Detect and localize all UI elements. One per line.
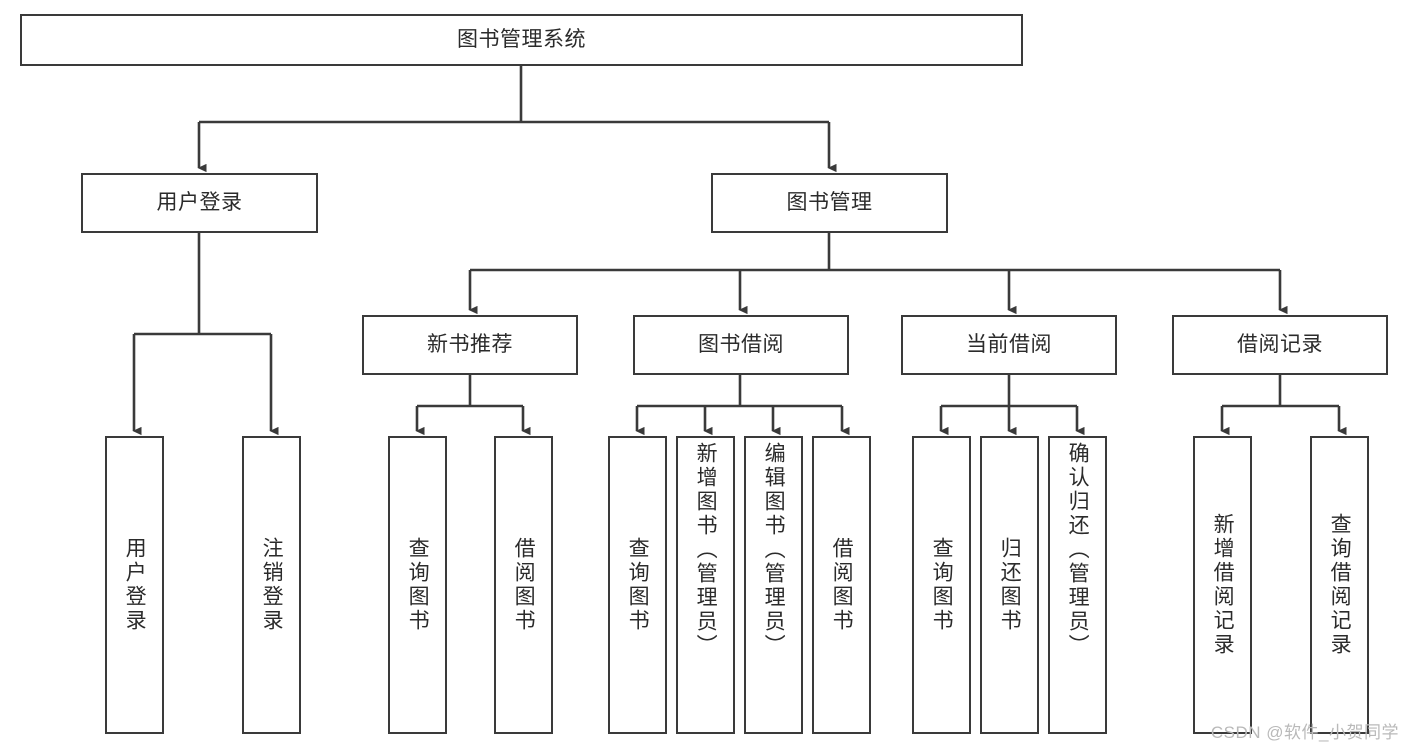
node-label: 用户登录 bbox=[156, 190, 243, 214]
node-label: 图书管理系统 bbox=[457, 27, 586, 51]
node-label: 借阅图书 bbox=[512, 537, 536, 633]
node-label: 图书管理 bbox=[786, 190, 873, 214]
node-label: 新增图书（管理员） bbox=[694, 442, 718, 658]
node-label: 借阅图书 bbox=[830, 537, 854, 633]
node-label: 新增借阅记录 bbox=[1211, 513, 1235, 657]
node-book-borrow[interactable]: 图书借阅 bbox=[633, 315, 849, 375]
leaf-user-login-logout[interactable]: 注销登录 bbox=[242, 436, 301, 734]
node-root-system[interactable]: 图书管理系统 bbox=[20, 14, 1023, 66]
node-label: 查询借阅记录 bbox=[1328, 513, 1352, 657]
leaf-current-confirm-return-admin[interactable]: 确认归还（管理员） bbox=[1048, 436, 1107, 734]
leaf-borrow-add-book-admin[interactable]: 新增图书（管理员） bbox=[676, 436, 735, 734]
node-label: 新书推荐 bbox=[427, 332, 513, 356]
leaf-borrow-edit-book-admin[interactable]: 编辑图书（管理员） bbox=[744, 436, 803, 734]
leaf-record-query-record[interactable]: 查询借阅记录 bbox=[1310, 436, 1369, 734]
node-label: 查询图书 bbox=[626, 537, 650, 633]
leaf-current-return-book[interactable]: 归还图书 bbox=[980, 436, 1039, 734]
leaf-record-add-record[interactable]: 新增借阅记录 bbox=[1193, 436, 1252, 734]
node-label: 借阅记录 bbox=[1237, 332, 1323, 356]
leaf-borrow-query-book[interactable]: 查询图书 bbox=[608, 436, 667, 734]
leaf-recommend-borrow-book[interactable]: 借阅图书 bbox=[494, 436, 553, 734]
node-user-login[interactable]: 用户登录 bbox=[81, 173, 318, 233]
node-book-management[interactable]: 图书管理 bbox=[711, 173, 948, 233]
csdn-watermark: CSDN @软件_小贺同学 bbox=[1210, 723, 1399, 742]
node-label: 查询图书 bbox=[406, 537, 430, 633]
node-label: 当前借阅 bbox=[966, 332, 1052, 356]
node-label: 用户登录 bbox=[123, 537, 147, 633]
leaf-recommend-query-book[interactable]: 查询图书 bbox=[388, 436, 447, 734]
leaf-user-login-login[interactable]: 用户登录 bbox=[105, 436, 164, 734]
node-borrow-record[interactable]: 借阅记录 bbox=[1172, 315, 1388, 375]
node-new-book-recommend[interactable]: 新书推荐 bbox=[362, 315, 578, 375]
leaf-borrow-borrow-book[interactable]: 借阅图书 bbox=[812, 436, 871, 734]
node-label: 查询图书 bbox=[930, 537, 954, 633]
node-label: 图书借阅 bbox=[698, 332, 784, 356]
node-label: 确认归还（管理员） bbox=[1066, 442, 1090, 658]
node-current-borrow[interactable]: 当前借阅 bbox=[901, 315, 1117, 375]
node-label: 注销登录 bbox=[260, 537, 284, 633]
leaf-current-query-book[interactable]: 查询图书 bbox=[912, 436, 971, 734]
node-label: 编辑图书（管理员） bbox=[762, 442, 786, 658]
node-label: 归还图书 bbox=[998, 537, 1022, 633]
